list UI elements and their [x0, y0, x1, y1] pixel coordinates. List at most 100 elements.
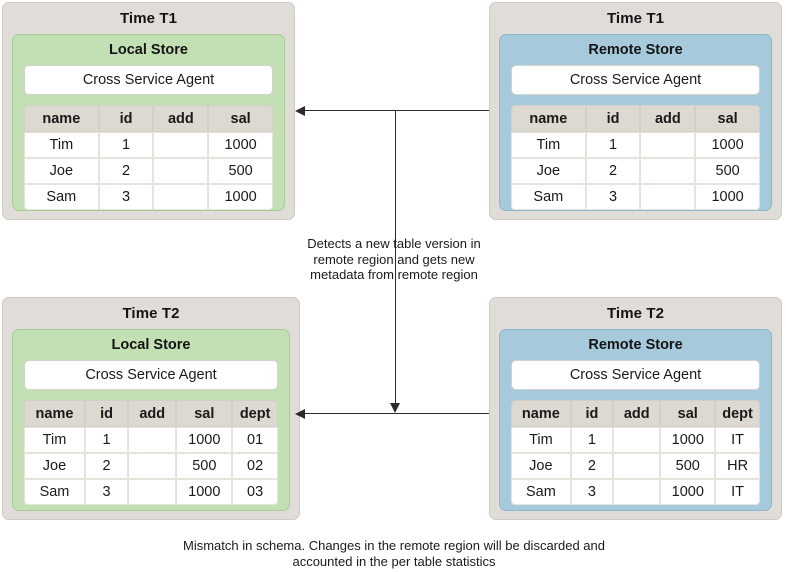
table-cell: 1 — [84, 427, 129, 453]
table-cell: 3 — [570, 479, 614, 505]
connector-arrowhead-down — [390, 403, 400, 413]
table-cell: 1 — [570, 427, 614, 453]
table-column-header: add — [640, 105, 696, 132]
table-cell: HR — [715, 453, 760, 479]
table-cell: 500 — [176, 453, 233, 479]
table-column-header: id — [585, 105, 641, 132]
table-cell: Joe — [511, 158, 586, 184]
table-cell: 3 — [84, 479, 129, 505]
table-cell — [613, 479, 661, 505]
table-column-header: sal — [176, 400, 233, 427]
table-cell: 1 — [98, 132, 154, 158]
table-cell: 2 — [585, 158, 641, 184]
table-cell: 1000 — [660, 427, 716, 453]
table-cell: 1000 — [695, 184, 760, 210]
table-cell: 500 — [695, 158, 760, 184]
bottom-caption: Mismatch in schema. Changes in the remot… — [183, 538, 605, 569]
store-label: Local Store — [111, 337, 191, 353]
panel-time-label: Time T1 — [119, 10, 178, 27]
cross-service-agent-box: Cross Service Agent — [511, 360, 760, 390]
panel-t2-local: Time T2 Local Store Cross Service Agent … — [2, 297, 300, 520]
panel-time-label: Time T2 — [606, 305, 665, 322]
table-column-header: name — [511, 400, 571, 427]
connector-line-vertical — [395, 110, 396, 404]
cross-service-agent-box: Cross Service Agent — [24, 360, 278, 390]
table-cell — [128, 479, 177, 505]
table-column-header: sal — [208, 105, 273, 132]
table-cell: 1000 — [208, 184, 273, 210]
connector-line-t2-horizontal — [303, 413, 489, 414]
table-cell — [640, 132, 696, 158]
panel-t1-remote: Time T1 Remote Store Cross Service Agent… — [489, 2, 782, 220]
table-cell: 1000 — [176, 427, 233, 453]
table-column-header: name — [24, 400, 85, 427]
cross-service-agent-box: Cross Service Agent — [511, 65, 760, 95]
table-cell — [613, 427, 661, 453]
table-cell — [613, 453, 661, 479]
table-cell: 2 — [98, 158, 154, 184]
connector-arrowhead-t2-left — [295, 408, 305, 419]
connector-line-t1-horizontal — [303, 110, 489, 111]
table-cell: Sam — [24, 479, 85, 505]
table-cell: 1000 — [695, 132, 760, 158]
table-cell: IT — [715, 479, 760, 505]
table-column-header: name — [24, 105, 99, 132]
table-cell: 02 — [232, 453, 278, 479]
panel-time-label: Time T2 — [122, 305, 180, 322]
table-cell: Tim — [24, 132, 99, 158]
table-cell: Joe — [24, 158, 99, 184]
store-label: Remote Store — [588, 42, 683, 58]
table-cell: 1000 — [176, 479, 233, 505]
table-column-header: add — [153, 105, 209, 132]
table-column-header: id — [84, 400, 129, 427]
table-column-header: id — [570, 400, 614, 427]
table-cell: Joe — [511, 453, 571, 479]
table-column-header: dept — [232, 400, 278, 427]
table-column-header: add — [128, 400, 177, 427]
table-cell: 3 — [585, 184, 641, 210]
table-cell: Sam — [511, 184, 586, 210]
table-cell — [640, 158, 696, 184]
table-cell — [128, 453, 177, 479]
table-column-header: sal — [695, 105, 760, 132]
panel-time-label: Time T1 — [606, 10, 665, 27]
table-column-header: name — [511, 105, 586, 132]
panel-t1-local: Time T1 Local Store Cross Service Agent … — [2, 2, 295, 220]
table-column-header: dept — [715, 400, 760, 427]
table-cell: IT — [715, 427, 760, 453]
cross-service-agent-box: Cross Service Agent — [24, 65, 273, 95]
middle-caption: Detects a new table version in remote re… — [307, 236, 481, 282]
table-column-header: sal — [660, 400, 716, 427]
table-cell: 01 — [232, 427, 278, 453]
table-cell: 500 — [208, 158, 273, 184]
table-cell — [640, 184, 696, 210]
store-label: Local Store — [109, 42, 188, 58]
table-cell: Sam — [24, 184, 99, 210]
table-cell — [153, 158, 209, 184]
table-cell: 1000 — [660, 479, 716, 505]
table-cell: Joe — [24, 453, 85, 479]
table-column-header: add — [613, 400, 661, 427]
connector-arrowhead-t1-left — [295, 105, 305, 116]
